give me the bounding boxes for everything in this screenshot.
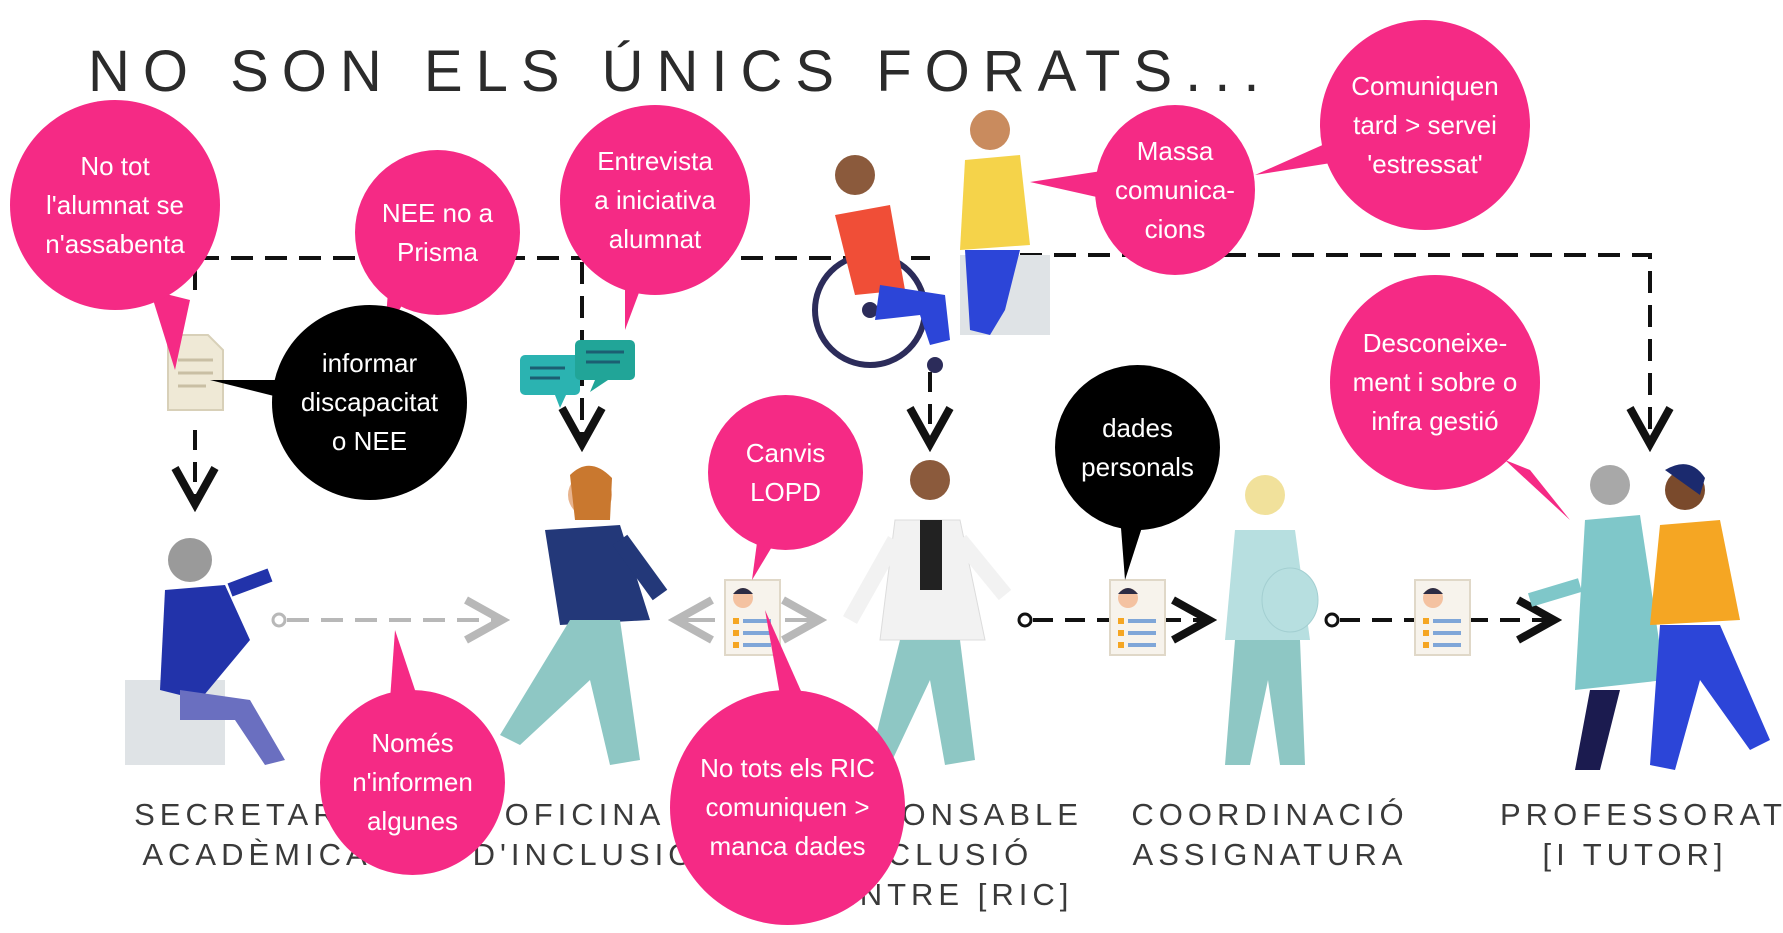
bubble-text: NEE no a [381,197,494,228]
bubble-text: l'alumnat se [46,189,184,220]
bubble-text: n'informen [352,767,473,797]
stage-coordinacio: COORDINACIÓ ASSIGNATURA [1120,795,1420,875]
bubble-text: informar [321,348,418,378]
pointer-dades [1120,515,1145,580]
bubble-text: comuniquen > [705,792,870,822]
person-secretaria-figure [125,538,285,765]
bubble-text: Prisma [397,236,478,267]
flow-start-1 [271,612,287,628]
pointer-informar [210,380,290,400]
stage-label-line: PROFESSORAT [1500,797,1783,832]
bubble-desconeixement: Desconeixe- ment i sobre o infra gestió [1330,275,1540,490]
bubble-text: No tots els RIC [700,753,875,783]
stage-label-line: D'INCLUSIÓ [472,837,698,872]
stage-label-line: OFICINA [504,797,666,832]
bubble-text: No tot [80,150,150,181]
person-coordinacio-figure [1225,475,1319,765]
bubble-text: cions [1144,213,1206,244]
bubble-text: LOPD [750,476,821,507]
bubble-dades: dades personals [1055,365,1220,530]
bubble-canvis: Canvis LOPD [708,395,863,550]
bubble-nee: NEE no a Prisma [355,150,520,315]
bubble-text: Només [371,728,454,758]
bubble-comuniquen: Comuniquen tard > servei 'estressat' [1320,20,1530,230]
top-dashed-route-right [1020,253,1650,440]
bubble-text: dades [1102,412,1173,443]
bubble-text: personals [1081,451,1194,482]
bubble-text: 'estressat' [1367,148,1483,179]
bubble-text: ment i sobre o [1352,367,1518,397]
bubble-no-tot: No tot l'alumnat se n'assabenta [10,100,220,310]
bubble-text: Entrevista [597,145,713,176]
bubble-text: algunes [366,806,459,836]
bubble-entrevista: Entrevista a iniciativa alumnat [560,105,750,295]
stage-label-line: COORDINACIÓ [1131,797,1409,832]
stage-label-line: [I TUTOR] [1542,837,1728,872]
page-title: NO SON ELS ÚNICS FORATS... [88,39,1273,104]
flow-start-3 [1324,612,1340,628]
stage-label-line: ACADÈMICA [142,837,372,872]
bubble-text: Massa [1136,135,1214,166]
person-professorat-figures [1527,464,1770,770]
profile-document-icon-3 [1414,579,1471,656]
bubble-text: discapacitat [300,387,439,417]
bubble-text: tard > servei [1353,109,1497,140]
stage-oficina: OFICINA D'INCLUSIÓ [455,795,715,875]
bubble-nomes: Només n'informen algunes [320,690,505,875]
person-oficina-figure [500,465,668,765]
pointer-no-tot [150,290,190,370]
bubble-text: o NEE [331,426,408,456]
bubble-text: infra gestió [1371,406,1499,436]
bubble-text: Comuniquen [1351,70,1499,101]
chat-icon [520,340,635,408]
pointer-desconeixement [1505,460,1570,520]
wheelchair-figures [812,110,1050,373]
flow-start-2 [1017,612,1033,628]
bubble-massa: Massa comunica- cions [1095,105,1255,275]
pointer-no-tots [765,610,805,700]
bubble-text: manca dades [709,831,866,861]
bubble-text: a iniciativa [594,184,716,215]
pointer-massa [1030,170,1110,200]
stage-professorat: PROFESSORAT [I TUTOR] [1500,795,1783,875]
bubble-no-tots: No tots els RIC comuniquen > manca dades [670,690,905,925]
bubble-text: alumnat [608,223,702,254]
stage-label-line: ASSIGNATURA [1132,837,1408,872]
pointer-nomes [390,630,420,705]
bubble-text: comunica- [1115,174,1235,205]
document-icon [167,334,224,411]
profile-document-icon-2 [1109,579,1166,656]
bubble-informar: informar discapacitat o NEE [272,305,467,500]
bubble-text: n'assabenta [45,228,185,259]
bubble-text: Desconeixe- [1362,328,1508,358]
person-ric-figure [843,460,1012,765]
bubble-text: Canvis [745,437,826,468]
